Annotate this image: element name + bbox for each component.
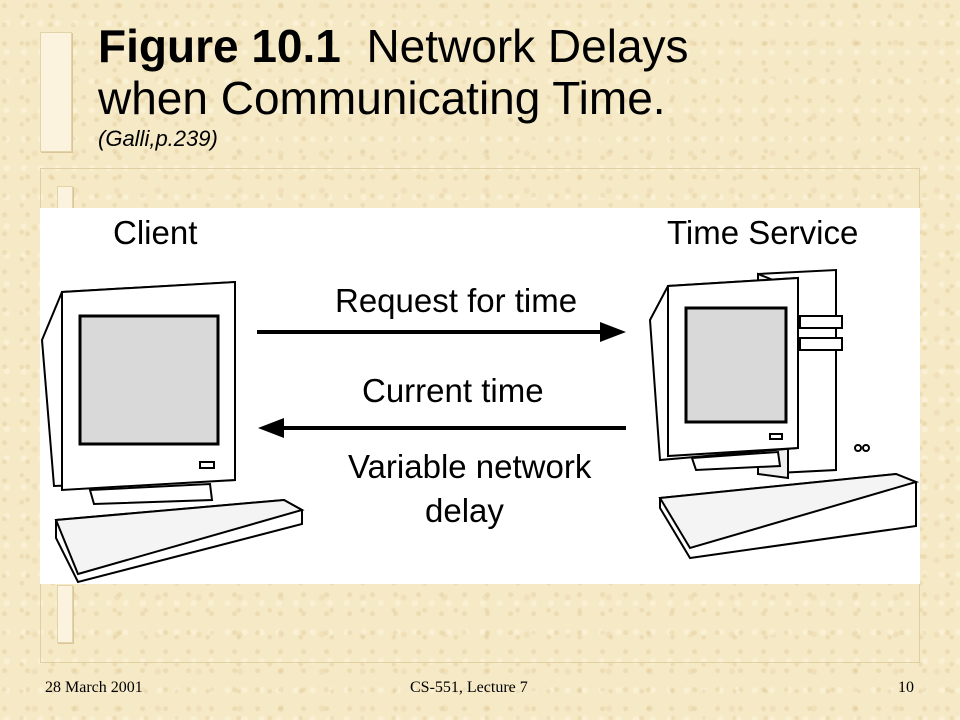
request-arrow [257, 322, 626, 342]
delay-label-line2: delay [425, 492, 504, 529]
slide-title: Figure 10.1 Network Delays when Communic… [98, 20, 938, 152]
network-delay-diagram: Client Time Service Request for time Cur… [40, 208, 920, 584]
figure-number: Figure 10.1 [98, 20, 341, 72]
title-line-1: Figure 10.1 Network Delays [98, 20, 938, 72]
client-computer-icon [40, 280, 305, 584]
request-label: Request for time [335, 282, 577, 319]
diagram-svg: Client Time Service Request for time Cur… [40, 214, 920, 584]
title-rest: Network Delays [366, 20, 689, 72]
title-line-2: when Communicating Time. [98, 72, 666, 124]
decorative-bar-top-left [40, 32, 72, 152]
time-service-computer-icon [648, 268, 920, 560]
decorative-bar-bottom-left [57, 585, 73, 643]
footer-course: CS-551, Lecture 7 [410, 679, 528, 696]
footer-date: 28 March 2001 [45, 679, 143, 696]
footer-page-number: 10 [898, 679, 914, 696]
response-label: Current time [362, 372, 544, 409]
delay-label-line1: Variable network [348, 448, 592, 485]
response-arrow [258, 418, 626, 438]
client-label: Client [113, 214, 197, 251]
time-service-label: Time Service [667, 214, 858, 251]
title-source: (Galli,p.239) [98, 126, 218, 151]
